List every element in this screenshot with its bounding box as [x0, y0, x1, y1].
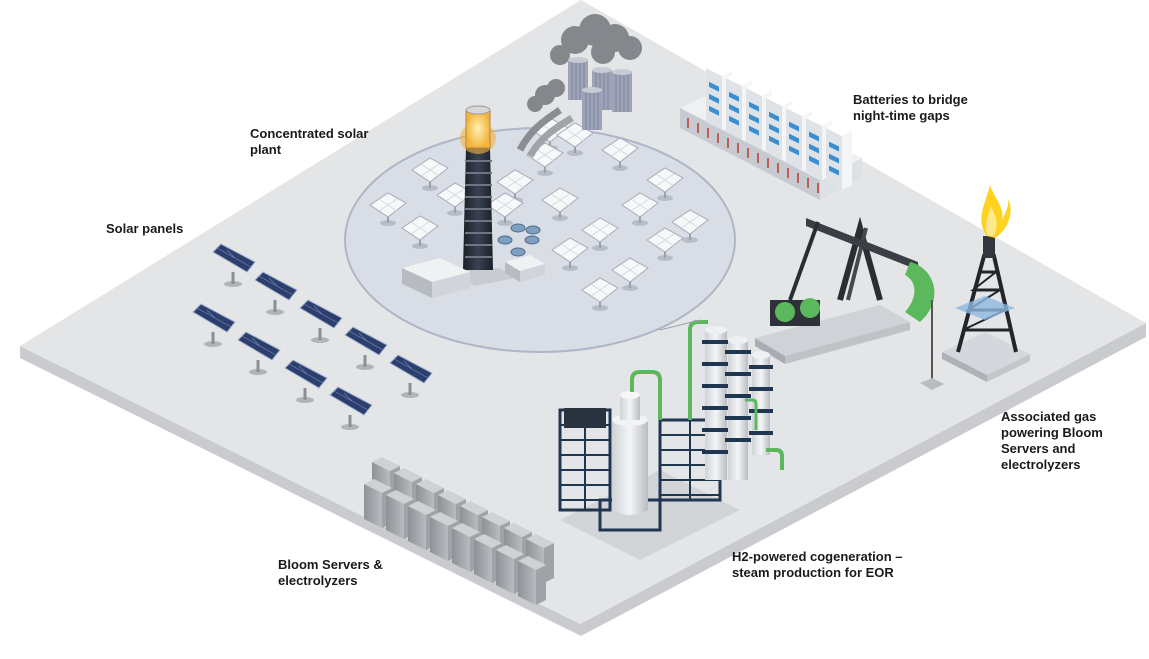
solar-panel	[299, 299, 343, 343]
label-cogeneration: H2-powered cogeneration – steam producti…	[732, 549, 903, 580]
cogeneration-plant	[558, 320, 784, 560]
heliostat	[411, 157, 449, 191]
solar-panel	[254, 271, 298, 315]
label-solar-panels: Solar panels	[106, 221, 184, 236]
heliostat	[541, 187, 579, 221]
tank	[524, 235, 540, 245]
label-bloom-servers: Bloom Servers & electrolyzers	[278, 557, 383, 588]
equipment-box	[564, 408, 606, 428]
heliostat	[581, 217, 619, 251]
solar-panel	[389, 354, 433, 398]
label-concentrated-solar-plant: Concentrated solar plant	[250, 126, 369, 157]
heliostat-mirrors	[369, 117, 709, 311]
battery-racks	[680, 63, 862, 200]
bloom-server-cabinets	[364, 457, 554, 605]
distillation-column	[725, 336, 751, 480]
heliostat	[646, 227, 684, 261]
tank	[525, 225, 541, 235]
silo	[582, 87, 602, 130]
csp-buildings	[402, 255, 545, 298]
solar-receiver-tower	[455, 105, 515, 286]
heliostat	[611, 257, 649, 291]
industrial-tanks-with-smoke	[516, 14, 642, 158]
label-batteries: Batteries to bridge night-time gaps	[853, 92, 968, 123]
distillation-column	[702, 326, 730, 480]
heliostat	[671, 209, 709, 243]
heliostat	[401, 215, 439, 249]
battery-unit	[826, 123, 852, 190]
heliostat	[621, 192, 659, 226]
callout-lines	[659, 319, 701, 331]
bloom-server-cabinet	[518, 556, 546, 605]
silo	[612, 69, 632, 112]
csp-field	[344, 105, 736, 353]
heliostat	[601, 137, 639, 171]
solar-panel	[344, 326, 388, 370]
label-associated-gas: Associated gas powering Bloom Servers an…	[1001, 409, 1103, 472]
solar-panel	[192, 303, 236, 347]
heliostat	[581, 277, 619, 311]
solar-panel	[237, 331, 281, 375]
storage-tanks	[497, 223, 541, 257]
heliostat	[369, 192, 407, 226]
solar-panel-array	[192, 243, 433, 430]
solar-panel	[284, 359, 328, 403]
solar-panel	[329, 386, 373, 430]
heliostat	[486, 192, 524, 226]
distillation-column	[749, 351, 773, 455]
gas-flare-tower	[942, 185, 1030, 382]
heliostat	[646, 167, 684, 201]
tank	[510, 223, 526, 233]
tank	[497, 235, 513, 245]
solar-panel	[212, 243, 256, 287]
tank	[510, 247, 526, 257]
oil-pumpjack	[755, 216, 944, 390]
heliostat	[551, 237, 589, 271]
